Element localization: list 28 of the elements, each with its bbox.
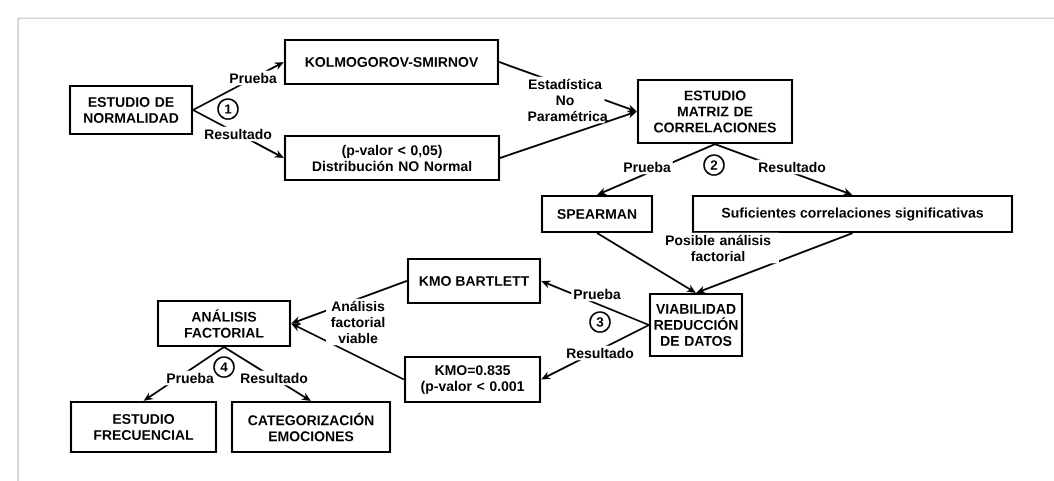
- callout-number: 1: [217, 98, 239, 120]
- edge-label: Resultado: [238, 370, 310, 386]
- process-box: (p-valor < 0,05) Distribución NO Normal: [283, 134, 501, 182]
- process-box: ESTUDIO DE NORMALIDAD: [68, 84, 194, 136]
- edge-label: Resultado: [202, 126, 274, 142]
- callout-number: 4: [213, 356, 235, 378]
- edge-label: Posible análisis factorial: [657, 232, 779, 264]
- edge-label: Prueba: [227, 70, 279, 86]
- edge-label: Resultado: [756, 159, 828, 175]
- process-box: Suficientes correlaciones significativas: [691, 194, 1014, 234]
- callout-number: 3: [589, 311, 611, 333]
- process-box: ESTUDIO MATRIZ DE CORRELACIONES: [636, 78, 794, 145]
- edge-label: Resultado: [564, 345, 636, 361]
- callout-number: 2: [703, 154, 725, 176]
- edge-label: Análisis factorial viable: [326, 298, 390, 346]
- process-box: ANÁLISIS FACTORIAL: [156, 299, 292, 348]
- process-box: ESTUDIO FRECUENCIAL: [69, 400, 218, 454]
- process-box: SPEARMAN: [540, 194, 654, 234]
- arrow: [596, 232, 696, 293]
- process-box: KOLMOGOROV-SMIRNOV: [283, 38, 500, 86]
- process-box: CATEGORIZACIÓN EMOCIONES: [230, 400, 392, 454]
- process-box: KMO=0.835 (p-valor < 0.001: [403, 355, 542, 404]
- edge-label: Estadística No Paramétrica: [525, 76, 608, 124]
- edge-label: Prueba: [621, 159, 673, 175]
- process-box: KMO BARTLETT: [406, 257, 542, 305]
- process-box: VIABILIDAD REDUCCIÓN DE DATOS: [648, 292, 744, 358]
- edge-label: Prueba: [164, 370, 216, 386]
- edge-label: Prueba: [571, 286, 623, 302]
